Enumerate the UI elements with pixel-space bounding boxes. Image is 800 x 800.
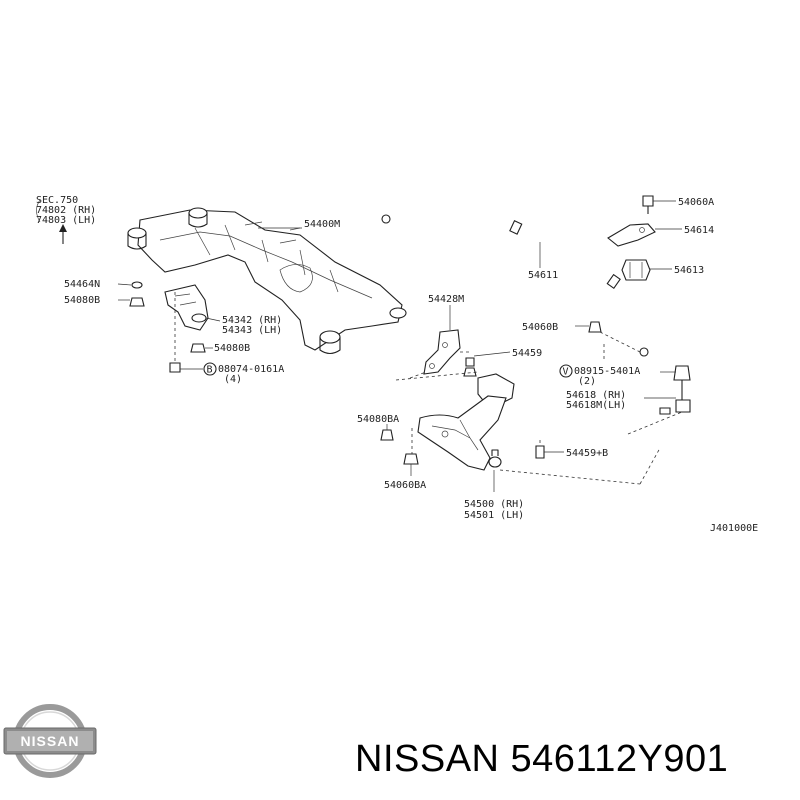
label-54080B-a: 54080B bbox=[64, 295, 100, 306]
label-54459: 54459 bbox=[512, 348, 542, 359]
bolt-icon-2 bbox=[642, 195, 654, 207]
nissan-logo: NISSAN bbox=[3, 704, 97, 778]
arrow-head-icon bbox=[59, 224, 67, 232]
stabilizer-bar-54611: 54611 bbox=[381, 207, 664, 357]
label-74803: 74803 (LH) bbox=[36, 215, 96, 226]
label-54342: 54342 (RH) bbox=[222, 315, 282, 326]
label-54618: 54618 (RH) bbox=[566, 390, 626, 401]
bracket-54428M: 54428M bbox=[409, 294, 470, 379]
label-54614: 54614 bbox=[684, 225, 714, 236]
connecting-rod-54618: 54060B V 08915-5401A (2) 54618 (RH) 5461… bbox=[522, 321, 691, 415]
bolt-54459: 54459 bbox=[463, 348, 542, 377]
label-sec750: SEC.750 bbox=[36, 195, 78, 206]
circle-b-icon bbox=[203, 362, 217, 376]
label-08074-qty: (4) bbox=[224, 374, 242, 385]
part-number-caption: NISSAN 546112Y901 bbox=[355, 738, 729, 780]
label-54501: 54501 (LH) bbox=[464, 510, 524, 521]
bolt-icon-3 bbox=[465, 357, 475, 367]
label-54428M: 54428M bbox=[428, 294, 464, 305]
label-54060BA: 54060BA bbox=[384, 480, 426, 491]
label-circle-b: B bbox=[207, 365, 213, 376]
sec750-reference: SEC.750 74802 (RH) 74803 (LH) bbox=[36, 195, 96, 244]
figure-code: J401000E bbox=[710, 523, 758, 534]
bolt-icon-4 bbox=[535, 445, 545, 459]
bushing-icon-2 bbox=[190, 343, 206, 353]
label-54459B: 54459+B bbox=[566, 448, 608, 459]
label-54611: 54611 bbox=[528, 270, 558, 281]
label-circle-v: V bbox=[563, 367, 569, 378]
label-54613: 54613 bbox=[674, 265, 704, 276]
nut-icon-2 bbox=[403, 453, 419, 465]
label-54080BA: 54080BA bbox=[357, 414, 399, 425]
lower-arm-54500: 54500 (RH) 54501 (LH) bbox=[395, 371, 683, 521]
bushing-icon-3 bbox=[380, 429, 394, 441]
label-54618M: 54618M(LH) bbox=[566, 400, 626, 411]
label-54343: 54343 (LH) bbox=[222, 325, 282, 336]
nut-icon bbox=[588, 321, 602, 333]
label-54500: 54500 (RH) bbox=[464, 499, 524, 510]
label-54060B: 54060B bbox=[522, 322, 558, 333]
washer-icon bbox=[131, 281, 143, 289]
bushing-54613 bbox=[621, 259, 651, 281]
stabilizer-mount-parts: 54060A 54614 54613 bbox=[607, 195, 714, 281]
logo-text: NISSAN bbox=[21, 733, 80, 749]
label-54464N: 54464N bbox=[64, 279, 100, 290]
bolt-icon bbox=[169, 362, 181, 373]
label-54400M: 54400M bbox=[304, 219, 340, 230]
label-54060A: 54060A bbox=[678, 197, 714, 208]
bracket-54342 bbox=[164, 284, 209, 331]
label-08915: 08915-5401A bbox=[574, 366, 640, 377]
clamp-54614 bbox=[607, 223, 656, 247]
label-74802: 74802 (RH) bbox=[36, 205, 96, 216]
label-54080B-b: 54080B bbox=[214, 343, 250, 354]
label-08074: 08074-0161A bbox=[218, 364, 284, 375]
left-mount-parts: 54464N 54080B 54342 (RH) 54343 (LH) 5408… bbox=[64, 279, 284, 385]
circle-v-icon bbox=[559, 364, 573, 378]
crossmember-54400M: 54400M bbox=[127, 207, 407, 355]
lower-arm-fasteners: 54080BA 54060BA 54459+B bbox=[357, 414, 608, 491]
label-08915-qty: (2) bbox=[578, 376, 596, 387]
bushing-icon bbox=[129, 297, 145, 307]
